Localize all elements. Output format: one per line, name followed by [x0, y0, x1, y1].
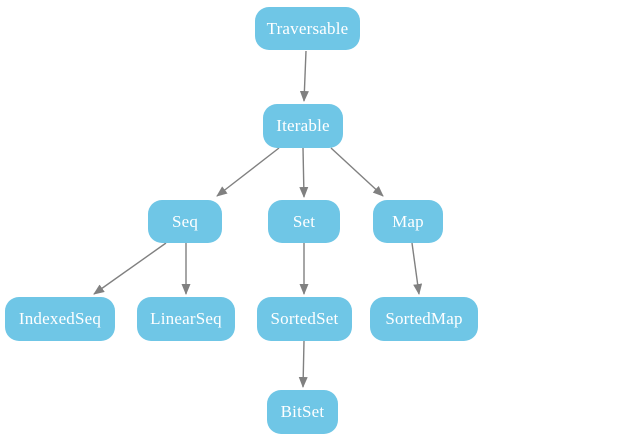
node-traversable: Traversable — [255, 7, 360, 50]
node-label-sortedset: SortedSet — [270, 309, 339, 328]
node-label-traversable: Traversable — [266, 18, 349, 38]
edge-iterable-to-map — [330, 147, 384, 197]
edge-map-to-sortedmap — [411, 242, 423, 295]
edge-seq-to-indexedseq — [93, 242, 167, 295]
node-label-set: Set — [292, 211, 316, 231]
edge-traversable-to-iterable — [299, 50, 309, 102]
node-sortedset: SortedSet — [257, 297, 352, 341]
node-map: Map — [373, 200, 443, 243]
node-label-bitset: BitSet — [280, 402, 325, 421]
edge-iterable-to-set — [299, 147, 309, 198]
node-label-sortedmap: SortedMap — [385, 309, 463, 328]
node-label-map: Map — [392, 211, 424, 231]
edge-sortedset-to-bitset — [298, 340, 308, 388]
node-label-indexedseq: IndexedSeq — [18, 309, 102, 328]
node-bitset: BitSet — [267, 390, 338, 434]
node-seq: Seq — [148, 200, 222, 243]
node-label-iterable: Iterable — [276, 116, 330, 135]
node-sortedmap: SortedMap — [370, 297, 478, 341]
node-label-linearseq: LinearSeq — [150, 309, 222, 328]
node-linearseq: LinearSeq — [137, 297, 235, 341]
node-set: Set — [268, 200, 340, 243]
edge-iterable-to-seq — [216, 147, 280, 197]
node-label-seq: Seq — [171, 211, 199, 231]
node-indexedseq: IndexedSeq — [5, 297, 115, 341]
node-iterable: Iterable — [263, 104, 343, 148]
